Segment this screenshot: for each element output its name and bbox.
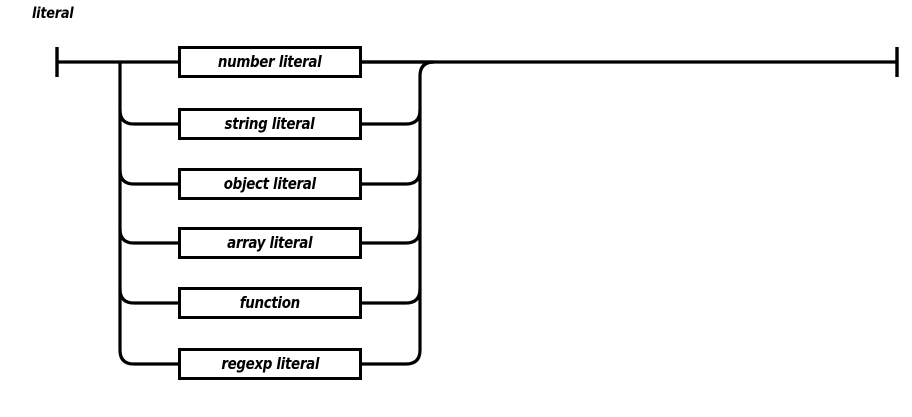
left-rail-spine: [118, 62, 178, 366]
branch-right-3: [362, 228, 422, 245]
branch-left-4: [118, 288, 178, 305]
branch-left-3: [118, 228, 178, 245]
alternative-label: array literal: [227, 233, 313, 252]
branch-left-1: [118, 109, 178, 126]
right-rail-spine: [362, 60, 435, 366]
branch-left-2: [118, 169, 178, 186]
branch-right-4: [362, 288, 422, 305]
alternative-box: number literal: [178, 46, 362, 78]
alternative-label: function: [239, 293, 301, 312]
branch-right-1: [362, 109, 422, 126]
alternative-box: regexp literal: [178, 348, 362, 380]
alternative-label: string literal: [225, 114, 315, 133]
alternative-label: number literal: [218, 52, 322, 71]
alternative-box: function: [178, 287, 362, 319]
page-title: literal: [32, 4, 74, 22]
alternative-box: string literal: [178, 108, 362, 140]
alternative-label: regexp literal: [221, 354, 319, 373]
alternative-label: object literal: [223, 174, 317, 193]
branch-right-2: [362, 169, 422, 186]
alternative-box: array literal: [178, 227, 362, 259]
alternative-box: object literal: [178, 168, 362, 200]
